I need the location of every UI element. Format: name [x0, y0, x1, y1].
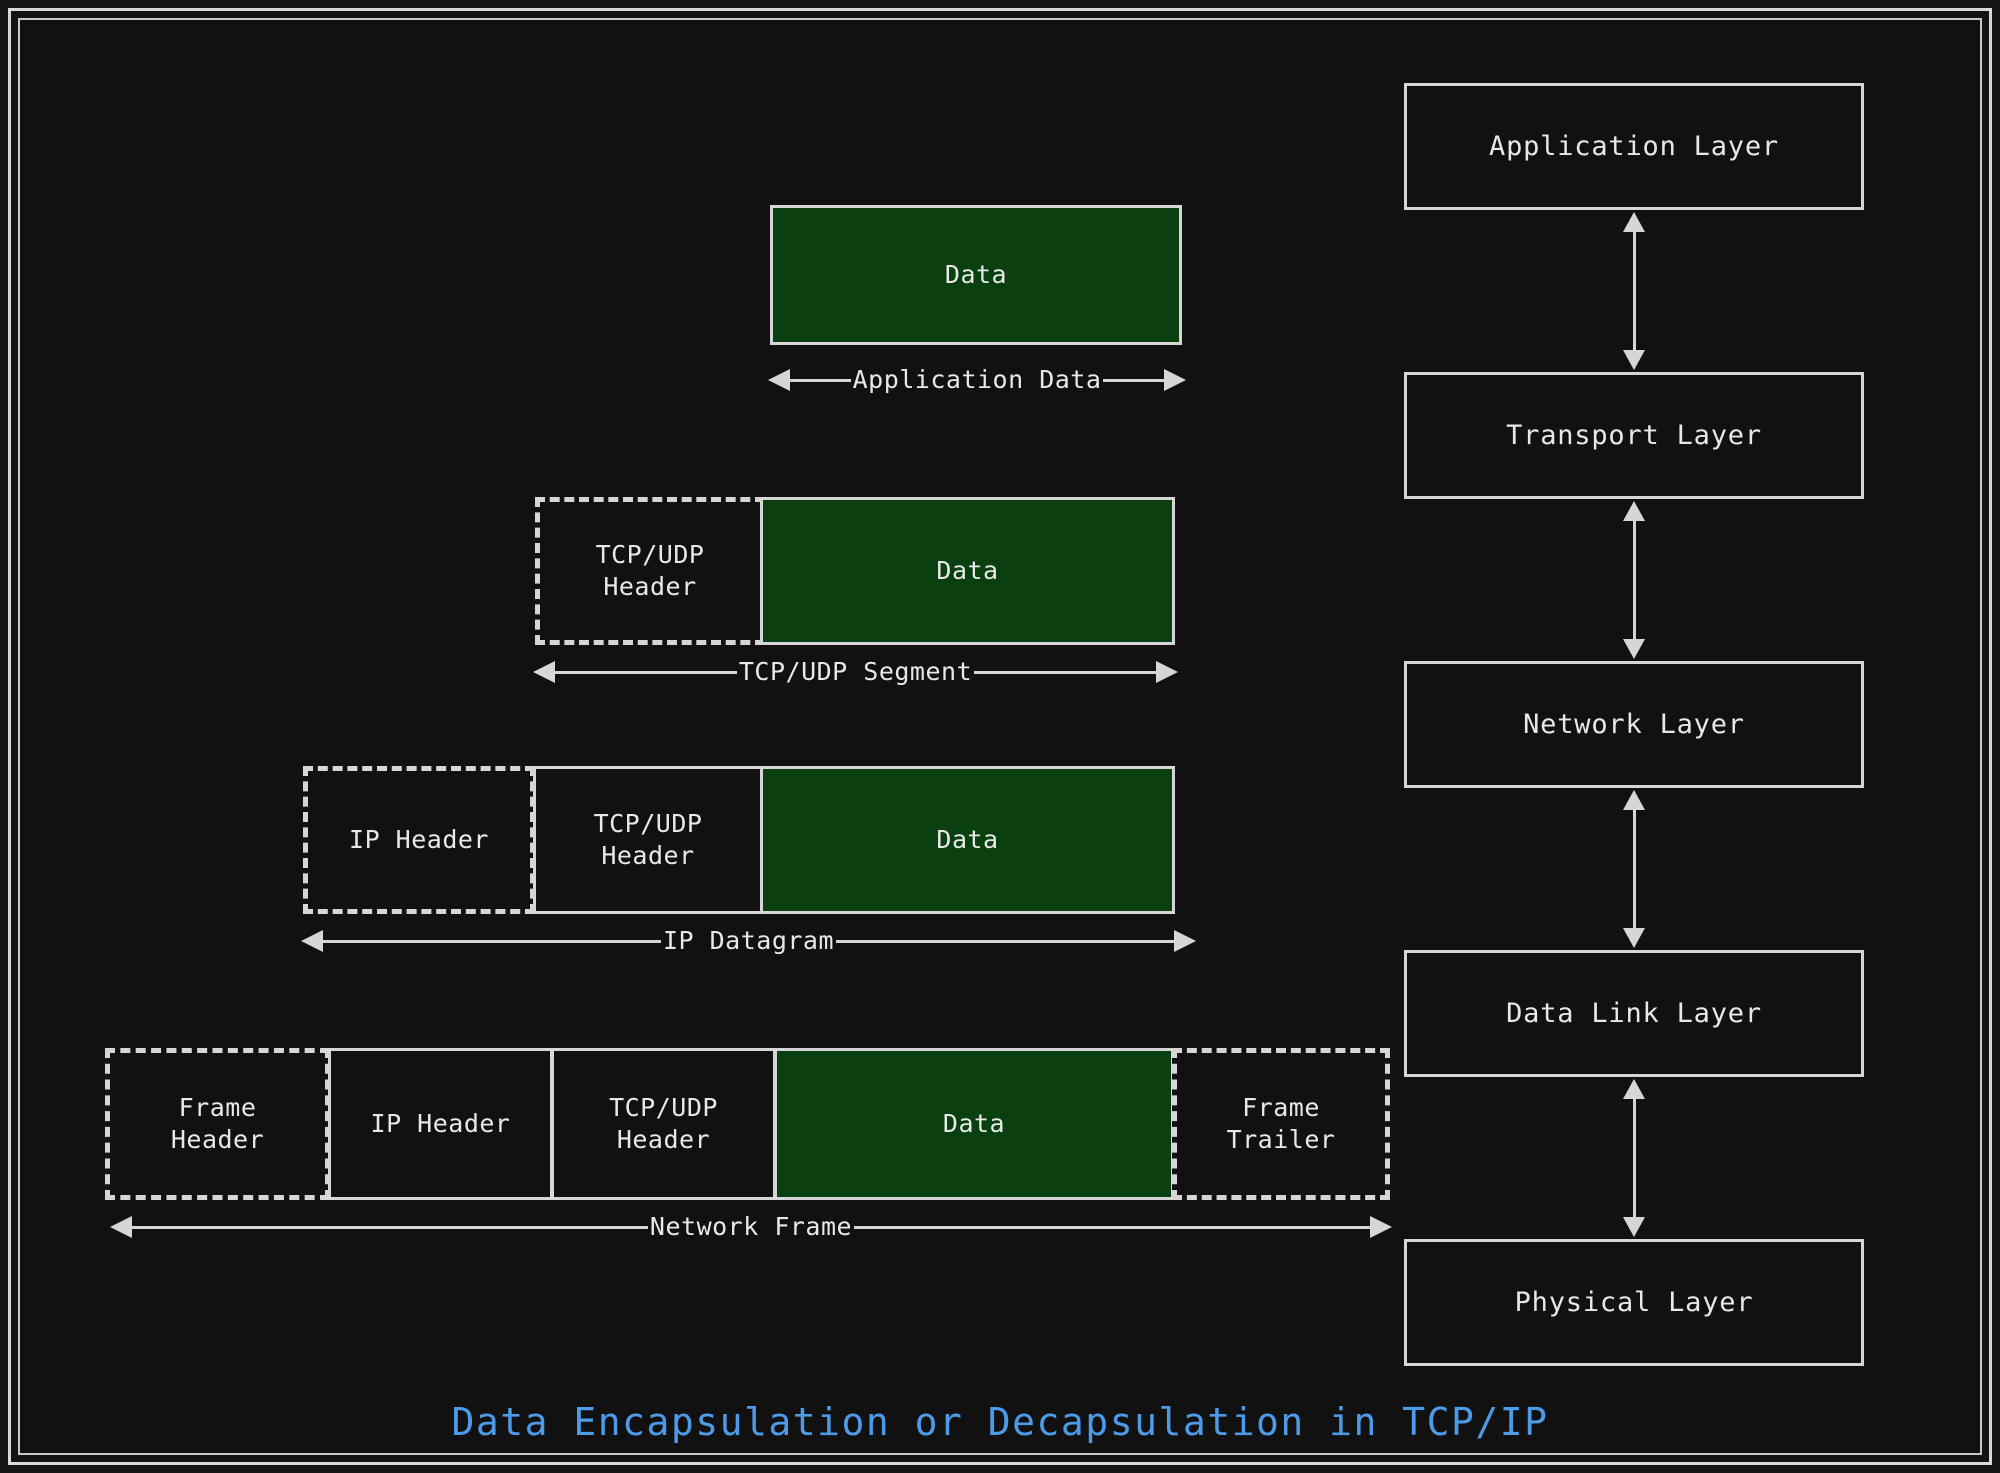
span-arrow-network-frame: Network Frame — [110, 1210, 1393, 1244]
arrowhead-down-icon — [1623, 1217, 1645, 1237]
arrowhead-down-icon — [1623, 350, 1645, 370]
connector-stem — [1632, 232, 1636, 350]
span-label: TCP/UDP Segment — [738, 656, 973, 686]
layer-box-transport[interactable]: Transport Layer — [1404, 372, 1864, 499]
diagram-title: Data Encapsulation or Decapsulation in T… — [451, 1400, 1549, 1444]
arrowhead-down-icon — [1623, 639, 1645, 659]
packet-cell-frame-trailer-datalink: Frame Trailer — [1172, 1048, 1390, 1200]
layer-box-network[interactable]: Network Layer — [1404, 661, 1864, 788]
span-arrow-tcp-udp-segment: TCP/UDP Segment — [533, 655, 1178, 689]
layer-box-physical[interactable]: Physical Layer — [1404, 1239, 1864, 1366]
arrowhead-right-icon — [1156, 661, 1178, 683]
packet-cell-tcp-udp-header-network: TCP/UDP Header — [533, 766, 763, 914]
arrowhead-right-icon — [1370, 1216, 1393, 1238]
arrowhead-right-icon — [1164, 369, 1187, 391]
packet-cell-data-application: Data — [770, 205, 1182, 345]
span-bar — [836, 939, 1175, 943]
arrowhead-up-icon — [1623, 212, 1645, 232]
arrowhead-right-icon — [1174, 930, 1197, 952]
packet-cell-tcp-udp-header-datalink: TCP/UDP Header — [551, 1048, 776, 1200]
packet-cell-frame-header-datalink: Frame Header — [105, 1048, 330, 1200]
span-arrow-application-data: Application Data — [768, 363, 1187, 397]
span-bar — [1103, 378, 1165, 382]
layer-box-application[interactable]: Application Layer — [1404, 83, 1864, 210]
span-bar — [132, 1225, 648, 1229]
span-bar — [323, 939, 661, 943]
arrowhead-left-icon — [301, 930, 323, 952]
layer-connector-transport-network — [1617, 501, 1651, 659]
span-label: IP Datagram — [662, 925, 835, 955]
arrowhead-down-icon — [1623, 928, 1645, 948]
span-bar — [790, 378, 851, 382]
arrowhead-left-icon — [768, 369, 790, 391]
span-label: Application Data — [852, 364, 1102, 394]
arrowhead-up-icon — [1623, 790, 1645, 810]
arrowhead-left-icon — [110, 1216, 132, 1238]
arrowhead-left-icon — [533, 661, 555, 683]
packet-cell-data-transport: Data — [760, 497, 1175, 645]
arrowhead-up-icon — [1623, 1079, 1645, 1099]
span-bar — [854, 1225, 1371, 1229]
packet-cell-tcp-udp-header-transport: TCP/UDP Header — [535, 497, 765, 645]
span-label: Network Frame — [649, 1211, 853, 1241]
span-bar — [974, 670, 1156, 674]
packet-cell-ip-header-datalink: IP Header — [328, 1048, 553, 1200]
packet-cell-ip-header-network: IP Header — [303, 766, 535, 914]
connector-stem — [1632, 810, 1636, 928]
packet-cell-data-network: Data — [760, 766, 1175, 914]
packet-cell-data-datalink: Data — [774, 1048, 1174, 1200]
connector-stem — [1632, 1099, 1636, 1217]
layer-box-data-link[interactable]: Data Link Layer — [1404, 950, 1864, 1077]
arrowhead-up-icon — [1623, 501, 1645, 521]
layer-connector-application-transport — [1617, 212, 1651, 370]
span-bar — [555, 670, 737, 674]
span-arrow-ip-datagram: IP Datagram — [301, 924, 1197, 958]
layer-connector-datalink-physical — [1617, 1079, 1651, 1237]
layer-connector-network-datalink — [1617, 790, 1651, 948]
connector-stem — [1632, 521, 1636, 639]
